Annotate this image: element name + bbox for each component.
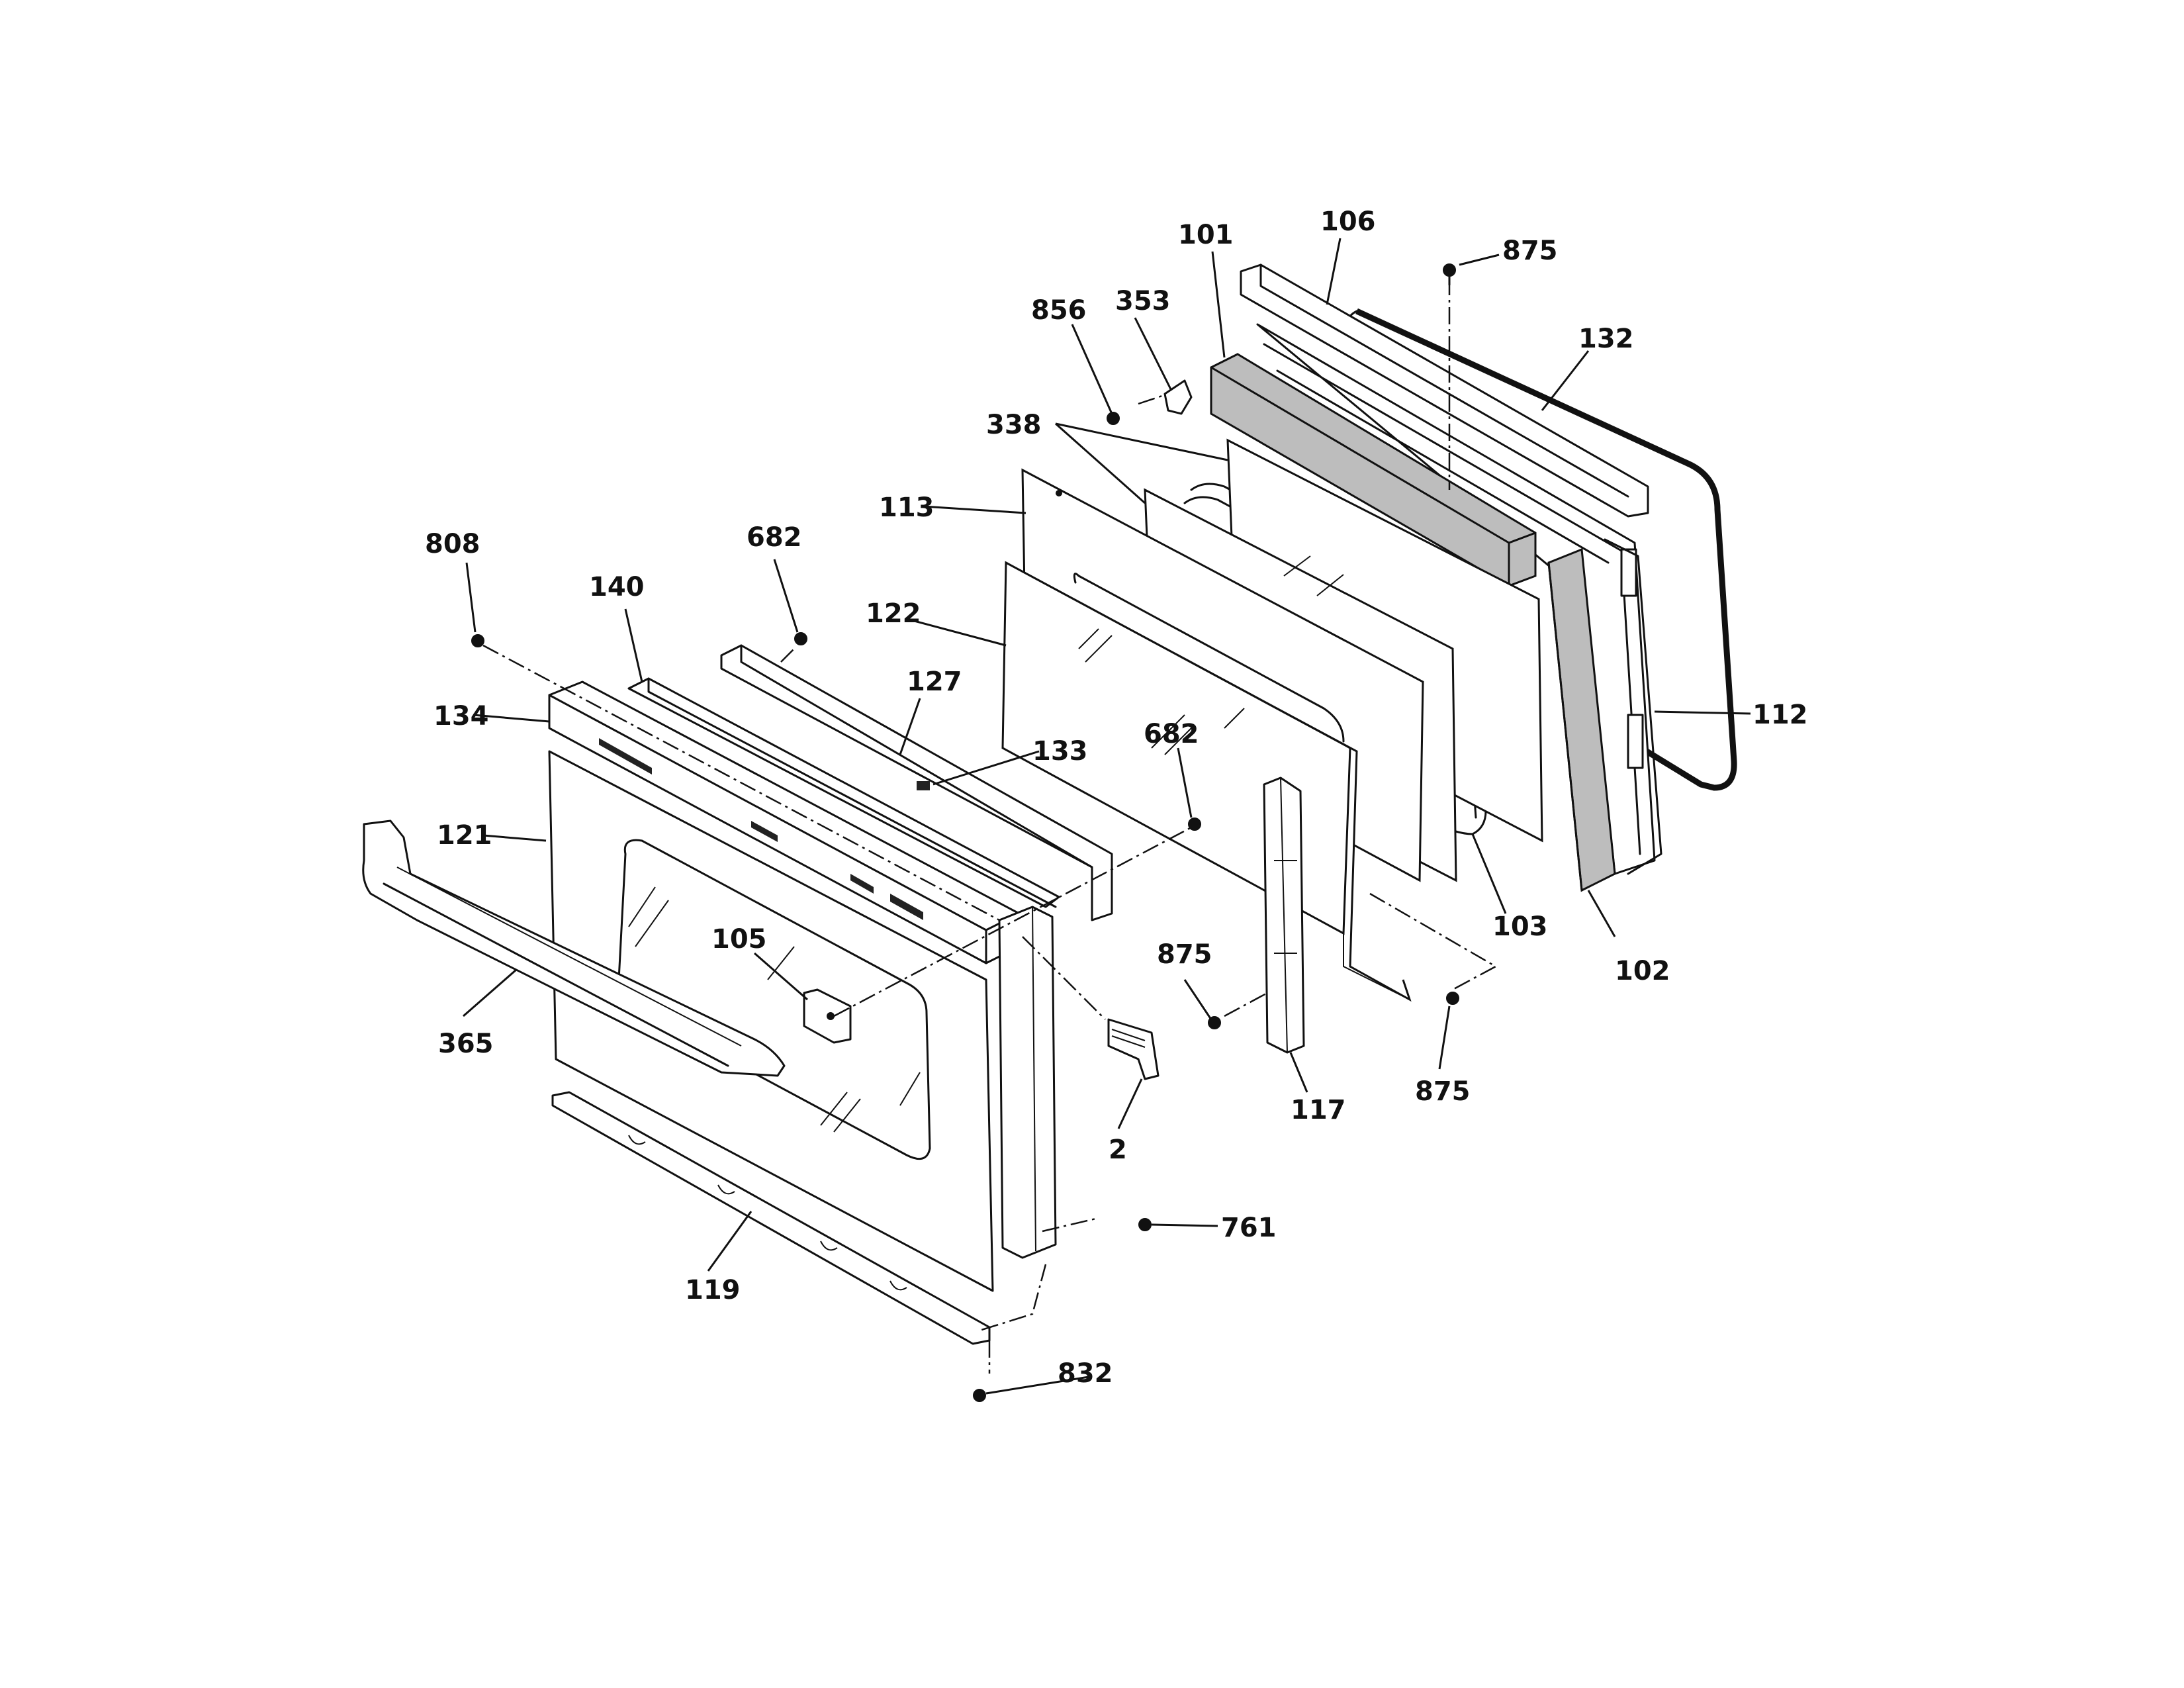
screw-682-mid [1188, 818, 1201, 831]
callout-875-right: 875 [1415, 1076, 1471, 1107]
callout-labels: 101 106 875 856 353 132 338 113 808 682 … [425, 207, 1808, 1389]
screw-875-mid [1208, 1016, 1221, 1029]
callout-102: 102 [1615, 956, 1670, 986]
callout-2: 2 [1109, 1135, 1127, 1165]
callout-761: 761 [1221, 1213, 1277, 1243]
door-side-trim [998, 906, 1057, 1259]
callout-127: 127 [907, 667, 962, 697]
screw-682-top [794, 632, 807, 645]
callout-112: 112 [1752, 700, 1808, 730]
callout-119: 119 [685, 1275, 741, 1305]
callout-875-mid: 875 [1157, 939, 1212, 970]
outer-glass-panel [1001, 561, 1412, 1002]
screw-856 [1107, 412, 1120, 425]
callout-365: 365 [438, 1029, 494, 1059]
callout-140: 140 [589, 572, 645, 602]
callout-682: 682 [747, 522, 802, 553]
callout-132: 132 [1578, 324, 1634, 354]
insulation-side [1547, 547, 1616, 892]
top-bracket [720, 644, 1113, 921]
callout-875: 875 [1502, 236, 1558, 266]
screw-875-right [1446, 992, 1459, 1005]
hinge-bracket [1263, 776, 1305, 1054]
screw-761 [1138, 1218, 1152, 1231]
callout-856: 856 [1031, 295, 1087, 326]
callout-105: 105 [711, 924, 767, 955]
bracket-353 [1163, 379, 1193, 415]
callout-338: 338 [986, 410, 1042, 440]
callout-103: 103 [1492, 912, 1548, 942]
callout-113: 113 [879, 492, 934, 523]
side-frame [1604, 538, 1662, 875]
assembly-centerlines [482, 278, 1498, 1374]
callout-808: 808 [425, 529, 480, 559]
top-channel [1240, 263, 1649, 518]
callout-134: 134 [433, 701, 489, 731]
callout-832: 832 [1058, 1358, 1113, 1389]
callout-121: 121 [437, 820, 492, 851]
callout-117: 117 [1291, 1095, 1346, 1125]
screw-808 [471, 634, 484, 647]
screw-875-top [1443, 263, 1456, 286]
callout-106: 106 [1320, 207, 1376, 237]
door-handle [362, 820, 786, 1077]
callout-353: 353 [1115, 286, 1171, 316]
callout-122: 122 [866, 598, 921, 629]
screw-832 [973, 1389, 986, 1402]
insulation-top [1210, 353, 1537, 587]
callout-682-mid: 682 [1144, 719, 1199, 749]
hinge-clip [1107, 1018, 1160, 1080]
callout-101: 101 [1178, 220, 1234, 250]
leader-lines [463, 238, 1751, 1395]
handle-mount-plate [803, 988, 852, 1044]
callout-133: 133 [1032, 736, 1088, 767]
